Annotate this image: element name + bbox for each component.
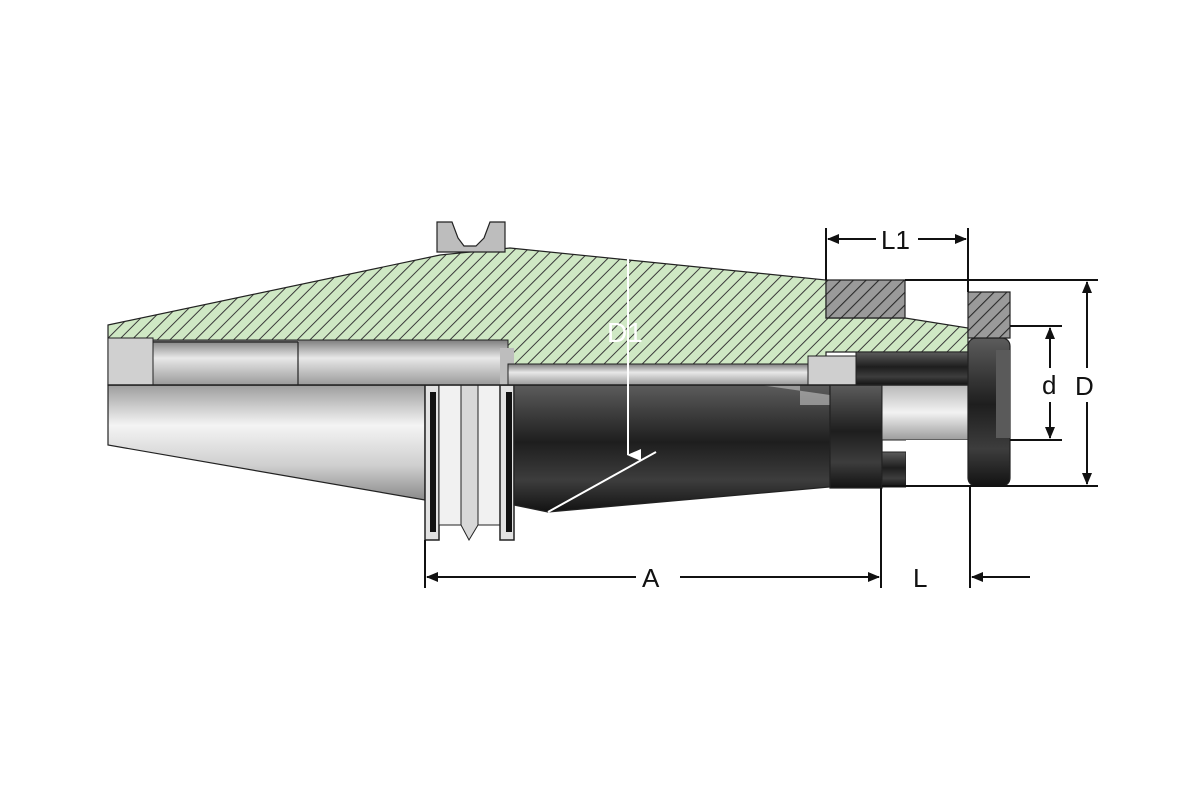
spindle-nose [829,384,973,489]
flange-lower [424,384,515,542]
label-d1: D1 [607,317,643,348]
body-lower [513,384,831,513]
label-a: A [642,563,660,593]
internal-bore [107,337,857,386]
label-d: d [1042,370,1056,400]
clamping-screw [855,337,1011,487]
dimension-l1: L1 [825,225,969,292]
dimension-l: L [913,486,1030,593]
label-l1: L1 [881,225,910,255]
dimension-d-outer: D [882,279,1098,487]
label-D: D [1075,371,1094,401]
drive-slot [436,221,506,253]
dimension-d-inner: d [1010,325,1062,441]
dimension-a: A [424,488,882,593]
drive-keys [825,279,1011,339]
label-l: L [913,563,927,593]
d1-dimension: D1 [547,205,657,513]
taper-shank [107,384,426,501]
